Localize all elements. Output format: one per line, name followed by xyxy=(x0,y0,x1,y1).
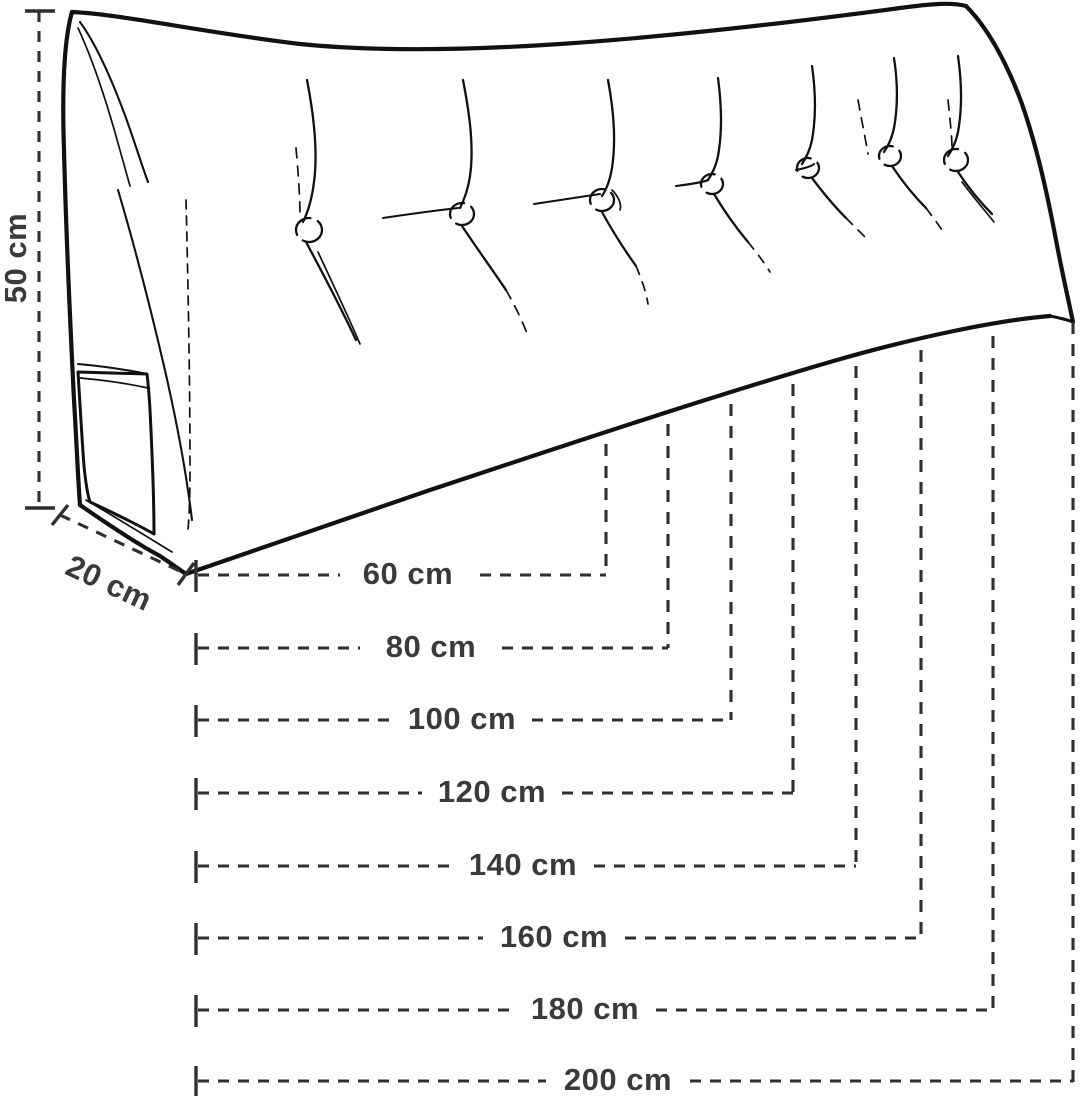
tuft-7-button xyxy=(942,147,970,173)
tuft-6-drape-b xyxy=(925,207,943,231)
tuft-4-seam-left xyxy=(674,178,710,188)
tuft-4-drape-b xyxy=(747,241,771,273)
side-pocket-outline xyxy=(76,370,156,536)
width-dimension-rows: 60 cm 80 cm 100 cm 120 cm xyxy=(194,556,1073,1096)
cushion-left-seam-dashed xyxy=(185,199,191,531)
row-label-160cm: 160 cm xyxy=(500,919,608,954)
tuft-4-button xyxy=(699,172,725,196)
side-pocket-inner-hem xyxy=(79,377,149,389)
tuft-1-drape-a xyxy=(304,240,358,342)
tuft-6-seam-left xyxy=(857,99,869,155)
cushion-front-bottom-edge xyxy=(183,313,1053,577)
tuft-1-seam-left xyxy=(295,147,301,217)
tuft-3-seam-left xyxy=(532,192,602,206)
depth-dim-tick-end xyxy=(176,562,196,586)
width-dimension-row: 160 cm xyxy=(194,919,921,955)
tuft-6-button xyxy=(877,144,903,168)
tuft-5-drape-a xyxy=(810,176,848,220)
width-dimension-row: 80 cm xyxy=(194,629,668,665)
tuft-1-seam-top xyxy=(301,78,317,224)
tuft-4-seam-top xyxy=(706,76,723,182)
width-dimension-row: 180 cm xyxy=(194,991,993,1027)
tuft-1-drape-b xyxy=(317,251,361,345)
tuft-button-6 xyxy=(857,56,943,231)
depth-dim-label: 20 cm xyxy=(61,548,158,618)
side-pocket-top-hem xyxy=(76,362,149,376)
tuft-button-2 xyxy=(381,78,529,337)
tuft-7-drape-a xyxy=(956,170,994,216)
tuft-3-drape-b xyxy=(635,265,649,305)
width-dimension-row: 100 cm xyxy=(194,701,731,737)
tuft-1-button xyxy=(294,216,324,244)
tuft-6-drape-a xyxy=(890,164,928,210)
cushion-left-top-return xyxy=(78,20,150,184)
tuft-button-7 xyxy=(942,54,995,223)
tuft-7-drape-b xyxy=(961,181,995,223)
tuft-button-3 xyxy=(532,78,649,305)
cushion-top-edge xyxy=(69,1,969,52)
tuft-3-button xyxy=(588,187,616,213)
row-label-60cm: 60 cm xyxy=(363,556,453,591)
row-label-120cm: 120 cm xyxy=(438,774,546,809)
tuft-button-5 xyxy=(794,64,869,241)
cushion-left-fold-lower xyxy=(116,188,194,522)
width-dimension-row: 120 cm xyxy=(194,774,793,810)
cushion-left-bottom-corner xyxy=(77,502,189,577)
tuft-2-drape-a xyxy=(460,224,508,292)
width-dimension-row: 200 cm xyxy=(194,1062,1073,1096)
row-label-200cm: 200 cm xyxy=(564,1062,672,1096)
height-dim-label: 50 cm xyxy=(0,213,33,303)
row-label-80cm: 80 cm xyxy=(386,629,476,664)
row-label-180cm: 180 cm xyxy=(531,991,639,1026)
depth-dim-line xyxy=(59,513,187,576)
tuft-7-seam-left xyxy=(947,99,953,149)
height-dimension-50cm: 50 cm xyxy=(0,9,55,510)
tuft-3-drape-a xyxy=(600,210,638,268)
tuft-6-seam-top xyxy=(882,56,899,154)
tuft-2-seam-left xyxy=(381,206,460,220)
cushion-bottom-right-corner xyxy=(1048,314,1075,324)
tuft-2-drape-b xyxy=(505,289,529,337)
row-label-100cm: 100 cm xyxy=(408,701,516,736)
width-dimension-row: 60 cm xyxy=(194,556,606,592)
tuft-5-drape-b xyxy=(845,217,869,241)
tuft-5-button xyxy=(795,156,821,180)
tuft-button-1 xyxy=(294,78,361,345)
tuft-4-drape-a xyxy=(712,192,750,244)
row-label-140cm: 140 cm xyxy=(469,847,577,882)
tuft-button-4 xyxy=(674,76,771,273)
tuft-7-seam-top xyxy=(946,54,963,158)
tuft-5-seam-top xyxy=(800,64,817,166)
cushion-illustration xyxy=(61,1,1076,577)
cushion-left-edge xyxy=(61,9,83,508)
tuft-5-seam-left xyxy=(794,162,816,172)
tuft-3-seam-right xyxy=(611,189,622,211)
tuft-3-seam-top xyxy=(600,78,616,198)
cushion-bottom-fold-detail xyxy=(85,499,173,553)
cushion-left-fold-upper xyxy=(77,27,131,187)
width-dimension-row: 140 cm xyxy=(194,847,856,883)
tuft-2-seam-top xyxy=(458,78,473,210)
cushion-right-edge xyxy=(963,3,1076,325)
width-dimension-risers xyxy=(604,322,1075,1082)
